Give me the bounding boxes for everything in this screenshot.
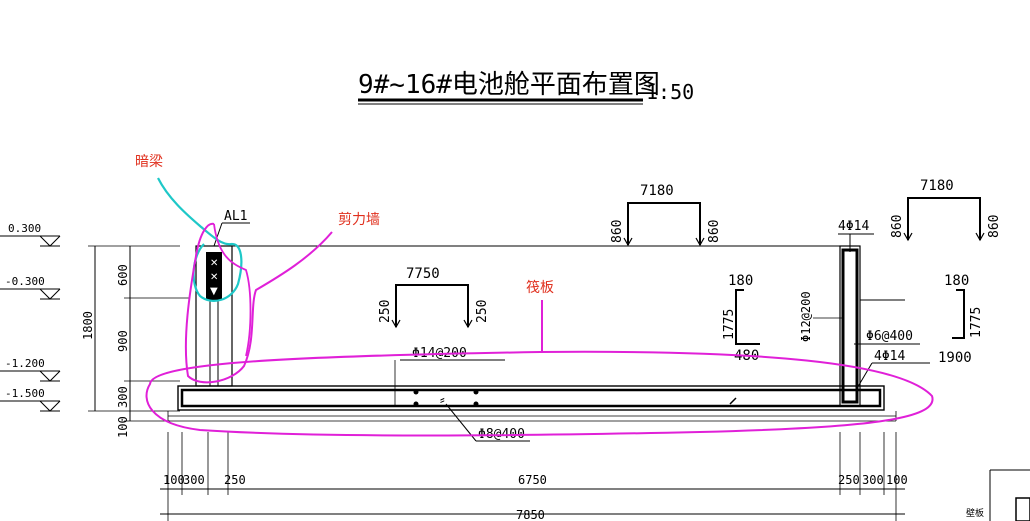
svg-text:⸗: ⸗ bbox=[440, 392, 445, 408]
svg-text:7750: 7750 bbox=[406, 266, 440, 282]
svg-text:1775: 1775 bbox=[722, 309, 737, 340]
rebar-bent-top-right: 7180 860 860 bbox=[890, 178, 1002, 242]
annotation-shear-wall: 剪力墙 bbox=[338, 212, 380, 228]
svg-text:860: 860 bbox=[890, 215, 905, 238]
callout-wall-vertical: Φ12@200 bbox=[799, 291, 813, 342]
elevation-label: 0.300 bbox=[8, 222, 41, 235]
dim-total-height: 1800 bbox=[81, 311, 95, 340]
svg-text:7180: 7180 bbox=[640, 183, 674, 199]
svg-text:7180: 7180 bbox=[920, 178, 954, 194]
svg-text:250: 250 bbox=[378, 300, 393, 323]
annotation-hidden-beam: 暗梁 bbox=[135, 154, 163, 170]
elevation-markers: 0.300 -0.300 -1.200 -1.500 bbox=[0, 222, 61, 412]
svg-text:250: 250 bbox=[475, 300, 490, 323]
svg-text:250: 250 bbox=[838, 473, 860, 487]
rebar-bent-top-left: 7180 860 860 bbox=[610, 183, 722, 247]
svg-text:300: 300 bbox=[183, 473, 205, 487]
svg-text:100: 100 bbox=[163, 473, 185, 487]
dim-900: 900 bbox=[116, 330, 130, 352]
elevation-label: -0.300 bbox=[5, 275, 45, 288]
detail-label-al1: AL1 bbox=[224, 209, 247, 224]
rebar-l-bar-right: 180 1775 1900 bbox=[938, 273, 984, 366]
svg-text:250: 250 bbox=[224, 473, 246, 487]
svg-text:1900: 1900 bbox=[938, 350, 972, 366]
dim-total-width: 7850 bbox=[516, 508, 545, 521]
svg-text:860: 860 bbox=[987, 215, 1002, 238]
markup-magenta-shear-wall bbox=[184, 222, 333, 384]
rebar-l-bar-middle: 180 1775 480 bbox=[722, 273, 760, 364]
svg-text:6750: 6750 bbox=[518, 473, 547, 487]
drawing-title: 9#~16#电池舱平面布置图 bbox=[358, 70, 660, 100]
left-dimension-chain: 1800 600 900 300 100 bbox=[81, 245, 190, 438]
svg-text:✕: ✕ bbox=[210, 272, 218, 283]
svg-text:180: 180 bbox=[944, 273, 969, 289]
elevation-label: -1.500 bbox=[5, 387, 45, 400]
markup-cyan-hidden-beam bbox=[157, 177, 243, 302]
dim-300: 300 bbox=[116, 386, 130, 408]
annotation-raft-slab: 筏板 bbox=[526, 279, 554, 296]
svg-text:860: 860 bbox=[610, 220, 625, 243]
dim-100: 100 bbox=[116, 416, 130, 438]
corner-label: 壁板 bbox=[966, 507, 984, 519]
svg-text:✕: ✕ bbox=[210, 258, 218, 269]
elevation-label: -1.200 bbox=[5, 357, 45, 370]
bottom-dimension-chain: 100 300 250 6750 250 300 100 7850 bbox=[160, 432, 908, 521]
structure-section: ✕ ✕ ▼ ⸗ bbox=[167, 245, 905, 422]
markup-magenta-raft bbox=[145, 300, 934, 437]
corner-title-block: 壁板 bbox=[966, 469, 1030, 521]
callout-wall-bottom: 4Φ14 bbox=[874, 349, 905, 364]
svg-text:300: 300 bbox=[862, 473, 884, 487]
callout-wall-top: 4Φ14 bbox=[838, 219, 869, 234]
drawing-scale: 1:50 bbox=[646, 80, 694, 104]
rebar-callouts: 4Φ14 Φ12@200 Φ6@400 4Φ14 Φ14@200 Φ8@400 bbox=[400, 219, 930, 442]
svg-text:1775: 1775 bbox=[969, 307, 984, 338]
dim-600: 600 bbox=[116, 264, 130, 286]
rebar-slab-top: 7750 250 250 bbox=[378, 266, 490, 329]
svg-text:100: 100 bbox=[886, 473, 908, 487]
svg-text:▼: ▼ bbox=[210, 286, 218, 297]
callout-wall-stirrup: Φ6@400 bbox=[866, 329, 913, 344]
svg-text:180: 180 bbox=[728, 273, 753, 289]
svg-text:860: 860 bbox=[707, 220, 722, 243]
